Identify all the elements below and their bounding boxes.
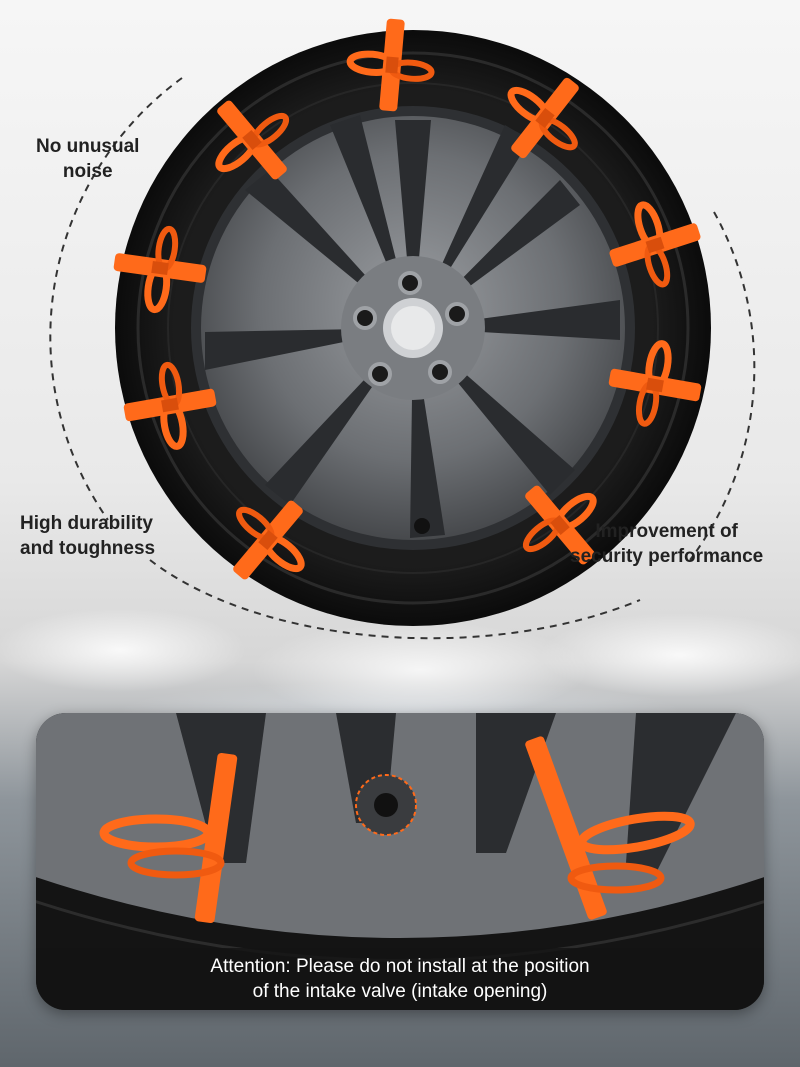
valve-stem: [414, 518, 430, 534]
feature-label-security: Improvement of security performance: [570, 519, 763, 569]
dashed-arc-bottom: [149, 559, 641, 640]
feature-label-durability: High durability and toughness: [20, 511, 155, 561]
feature-label-security-line1: Improvement of: [595, 521, 738, 542]
feature-label-noise-line1: No unusual: [36, 136, 140, 157]
installation-warning: Attention: Please do not install at the …: [36, 948, 764, 1010]
installation-warning-line2: of the intake valve (intake opening): [252, 981, 548, 1002]
installation-warning-line1: Attention: Please do not install at the …: [210, 956, 590, 977]
feature-label-durability-line1: High durability: [20, 513, 153, 534]
feature-label-security-line2: security performance: [570, 546, 764, 567]
feature-label-noise: No unusual noise: [36, 134, 139, 184]
dashed-arc-right: [689, 211, 756, 561]
lug-nuts: [353, 271, 469, 386]
feature-label-durability-line2: and toughness: [20, 538, 156, 559]
dashed-arc-left: [49, 77, 183, 521]
snow-chain-strap-closeup: [99, 736, 695, 924]
feature-label-noise-line2: noise: [62, 161, 113, 182]
